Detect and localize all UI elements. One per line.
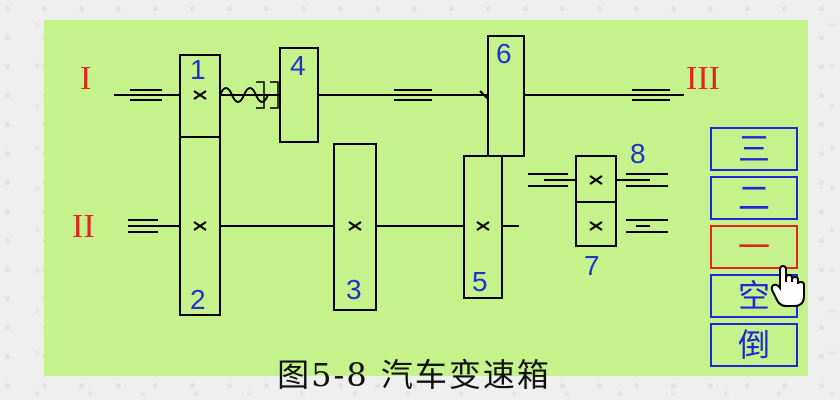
shaft-label-ii: II xyxy=(72,208,95,245)
gear-label-6: 6 xyxy=(496,38,512,69)
coupling-spring-2 xyxy=(256,81,279,109)
hand-pointer-icon xyxy=(770,264,805,307)
gear-label-7: 7 xyxy=(584,250,600,281)
gear-button-third[interactable]: 三 xyxy=(710,127,798,171)
gear-selector: 三 二 一 空 倒 xyxy=(710,127,798,372)
gear-4 xyxy=(279,47,319,143)
gear-label-4: 4 xyxy=(290,50,306,81)
gear-6 xyxy=(487,35,525,157)
gear-1 xyxy=(179,54,221,138)
gear-button-reverse[interactable]: 倒 xyxy=(710,323,798,367)
gear-centre-marks xyxy=(193,90,603,231)
gear-7 xyxy=(575,201,617,247)
bearing-marks xyxy=(128,89,670,233)
gearbox-diagram xyxy=(114,35,684,316)
gear-label-8: 8 xyxy=(630,138,646,169)
gear-label-5: 5 xyxy=(472,266,488,297)
shaft-label-i: I xyxy=(80,60,92,97)
diagram-caption: 图5-8 汽车变速箱 xyxy=(277,356,551,394)
gear-label-1: 1 xyxy=(190,54,206,85)
gear-label-3: 3 xyxy=(346,274,362,305)
gear-button-second[interactable]: 二 xyxy=(710,176,798,220)
gear-label-2: 2 xyxy=(190,284,206,315)
gear-5 xyxy=(463,155,503,299)
gear-button-first[interactable]: 一 xyxy=(710,225,798,269)
coupling-spring xyxy=(219,87,269,103)
diagram-panel: I II III 1 2 3 4 5 6 7 8 图5-8 汽车变速箱 三 二 … xyxy=(44,20,808,394)
shaft-label-iii: III xyxy=(686,60,720,97)
